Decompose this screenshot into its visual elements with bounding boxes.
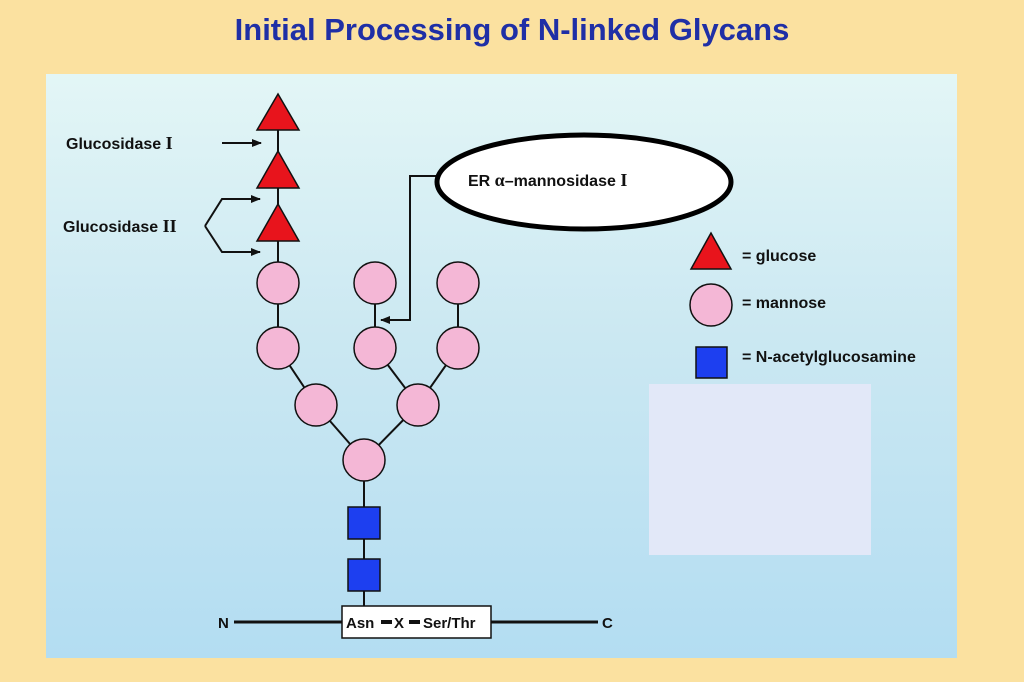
glucosidase-1-label: Glucosidase I bbox=[66, 133, 173, 153]
peptide-backbone: N C Asn X Ser/Thr bbox=[218, 605, 613, 639]
mannose-circle bbox=[256, 326, 300, 370]
mannosidase-label: ER α–mannosidase I bbox=[468, 170, 627, 190]
glucosidase-2-arrow-upper bbox=[204, 195, 261, 227]
c-terminus-label: C bbox=[602, 615, 613, 632]
mannose-circle bbox=[436, 261, 480, 305]
mannose-circle bbox=[396, 383, 440, 427]
glucose-triangle bbox=[255, 202, 301, 242]
glcnac-square bbox=[347, 506, 381, 540]
mannose-circle bbox=[353, 261, 397, 305]
glcnac-square bbox=[347, 558, 381, 592]
legend-glcnac-icon bbox=[695, 346, 728, 379]
mannose-residues bbox=[256, 261, 480, 482]
legend-glcnac-label: = N-acetylglucosamine bbox=[742, 349, 916, 366]
placeholder-box bbox=[649, 384, 871, 555]
glucose-triangle bbox=[255, 149, 301, 189]
glucose-triangle bbox=[255, 92, 301, 131]
mannose-circle bbox=[294, 383, 338, 427]
mannosidase-ellipse bbox=[434, 132, 734, 232]
mannose-circle bbox=[342, 438, 386, 482]
legend-mannose-icon bbox=[689, 283, 733, 327]
n-terminus-label: N bbox=[218, 615, 229, 632]
mannose-circle bbox=[256, 261, 300, 305]
glcnac-residues bbox=[347, 506, 381, 592]
legend-glucose-label: = glucose bbox=[742, 248, 816, 265]
glucosidase-2-label: Glucosidase II bbox=[63, 216, 177, 236]
glucose-residues bbox=[255, 92, 301, 242]
residue-asn: Asn bbox=[346, 615, 374, 632]
residue-x: X bbox=[394, 615, 404, 632]
mannosidase-arrow bbox=[380, 175, 437, 324]
slide-title: Initial Processing of N-linked Glycans bbox=[234, 12, 790, 47]
glucosidase-2-arrow-lower bbox=[204, 225, 261, 256]
mannose-circle bbox=[353, 326, 397, 370]
residue-ser-thr: Ser/Thr bbox=[423, 615, 476, 632]
mannose-circle bbox=[436, 326, 480, 370]
legend-mannose-label: = mannose bbox=[742, 295, 826, 312]
legend-glucose-icon bbox=[689, 231, 733, 270]
legend: = glucose = mannose = N-acetylglucosamin… bbox=[689, 231, 916, 379]
enzyme-arrows bbox=[204, 139, 437, 324]
